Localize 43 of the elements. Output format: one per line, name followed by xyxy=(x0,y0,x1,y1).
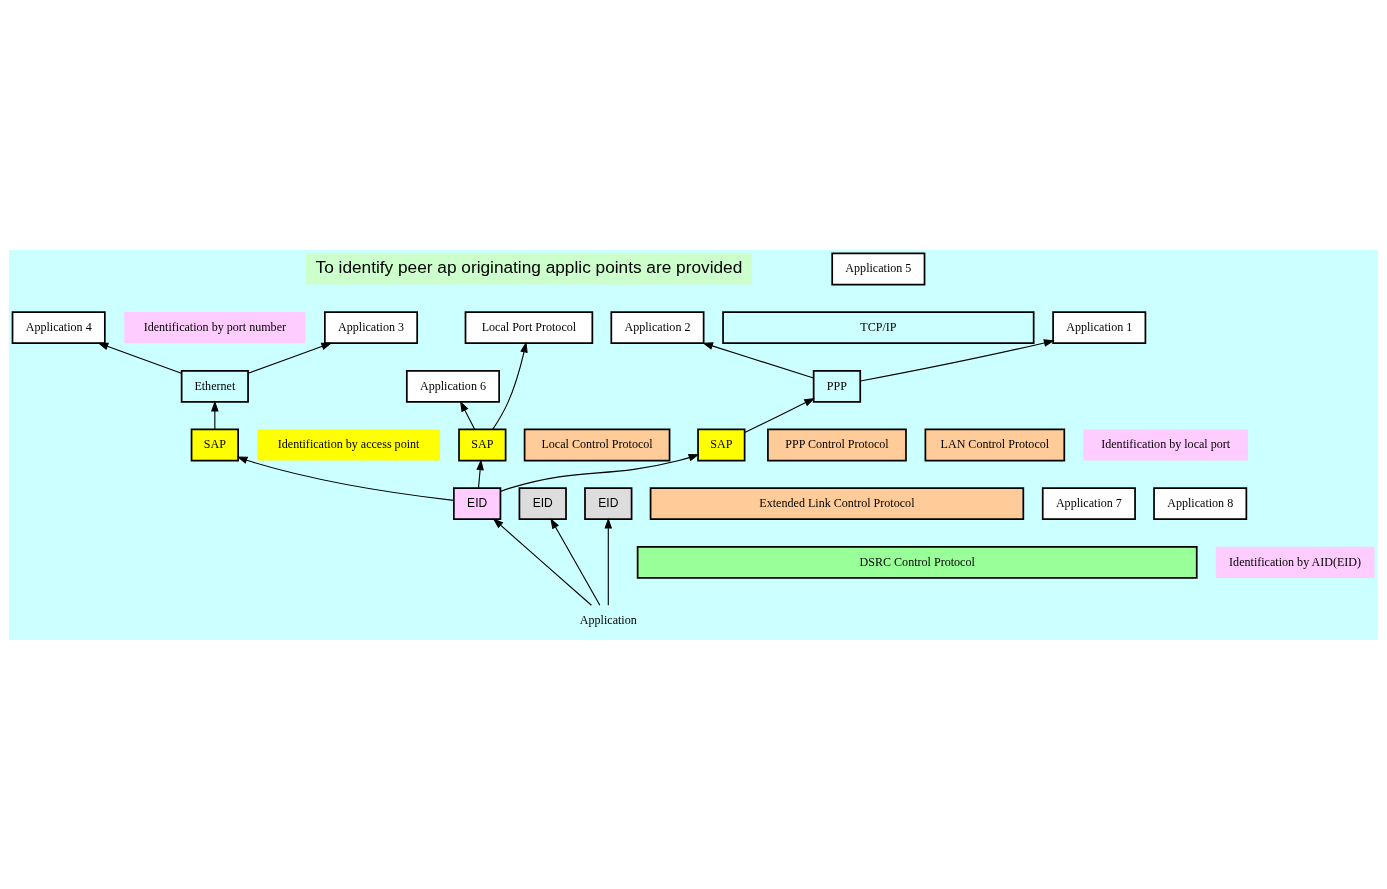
label: Identification by access point xyxy=(277,436,420,451)
node-box: Application 2 xyxy=(610,310,705,344)
node-box: TCP/IP xyxy=(722,310,1035,344)
node-box: PPP xyxy=(812,369,862,403)
arrow xyxy=(860,338,1055,382)
node-box: Application 8 xyxy=(1153,486,1248,520)
node-box: Application 4 xyxy=(11,310,106,344)
node-box: PPP Control Protocol xyxy=(767,428,907,461)
node-text: Application xyxy=(579,612,637,627)
node-box: SAP xyxy=(458,428,507,461)
node-box: Application 3 xyxy=(324,310,419,344)
arrow xyxy=(492,517,592,606)
node-box: Ethernet xyxy=(180,369,249,403)
arrow xyxy=(97,342,182,374)
label: Identification by AID(EID) xyxy=(1229,554,1362,569)
node-box: Application 7 xyxy=(1041,486,1136,520)
arrow xyxy=(236,456,455,501)
node-box: Local Port Protocol xyxy=(464,310,594,344)
arrow xyxy=(499,453,700,492)
arrow xyxy=(702,341,815,379)
node-box: DSRC Control Protocol xyxy=(636,545,1198,579)
node-box: EID xyxy=(453,486,502,520)
node-box: SAP xyxy=(190,428,239,461)
arrow xyxy=(459,400,476,430)
arrow xyxy=(492,341,528,430)
label: Identification by local port xyxy=(1101,436,1231,451)
label: Identification by port number xyxy=(143,319,287,334)
node-box: SAP xyxy=(697,428,746,461)
node-box: EID xyxy=(584,486,633,520)
arrow xyxy=(604,517,613,606)
node-box: Application 1 xyxy=(1052,310,1147,344)
node-box: EID xyxy=(518,486,567,520)
arrow xyxy=(211,400,219,430)
node-box: To identify peer ap originating applic points are provided xyxy=(305,252,752,284)
arrow xyxy=(744,397,816,433)
node-box: LAN Control Protocol xyxy=(924,428,1066,461)
node-box: Application 6 xyxy=(405,369,500,403)
arrow xyxy=(247,342,333,374)
arrow xyxy=(476,458,484,488)
arrow xyxy=(550,517,601,606)
node-box: Local Control Protocol xyxy=(523,428,671,461)
node-box: Application 5 xyxy=(831,252,926,285)
node-box: Extended Link Control Protocol xyxy=(649,486,1025,520)
